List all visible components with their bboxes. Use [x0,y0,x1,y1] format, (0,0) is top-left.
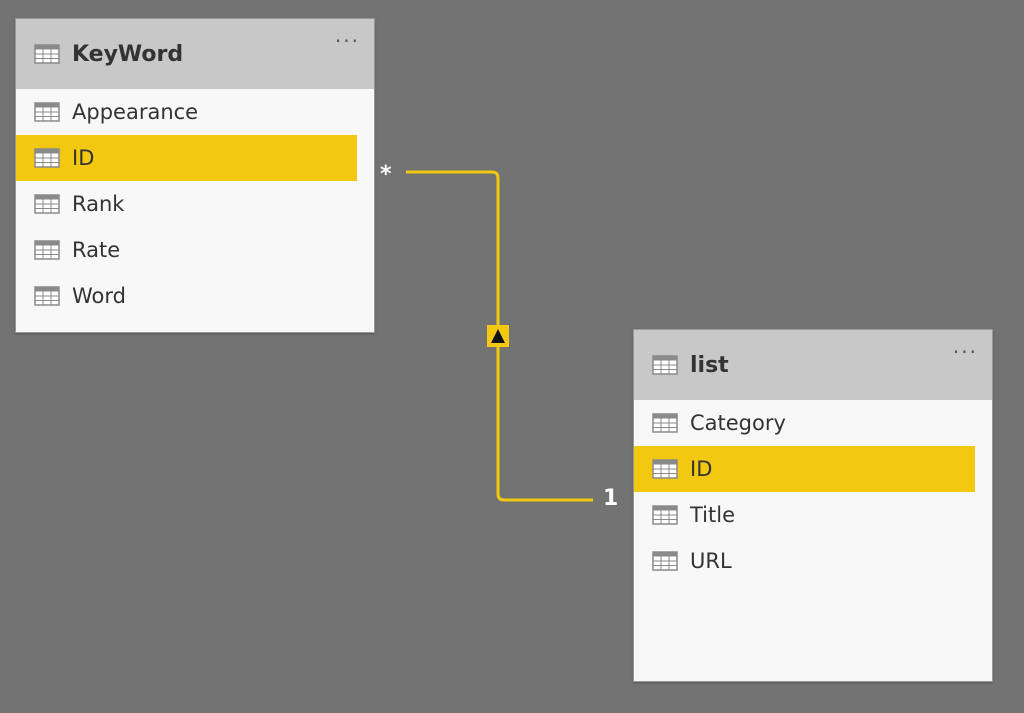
table-icon [34,194,60,214]
field-name: Rank [72,192,125,216]
table-icon [652,355,678,375]
field-name: Word [72,284,126,308]
table-icon [34,148,60,168]
table-title: KeyWord [72,41,184,67]
table-header[interactable]: list ··· [634,330,992,400]
table-card-keyword[interactable]: KeyWord ··· Appearance ID [15,18,375,333]
field-row-word[interactable]: Word [16,273,357,319]
filter-direction-marker[interactable] [487,325,509,347]
field-row-rank[interactable]: Rank [16,181,357,227]
field-list: Appearance ID Rank [16,89,374,319]
table-header[interactable]: KeyWord ··· [16,19,374,89]
cardinality-one-label: 1 [603,486,619,511]
field-row-appearance[interactable]: Appearance [16,89,357,135]
field-name: Appearance [72,100,199,124]
field-name: ID [72,146,95,170]
field-row-title[interactable]: Title [634,492,975,538]
field-name: ID [690,457,713,481]
more-horizontal-icon[interactable]: ··· [952,340,978,364]
table-icon [652,551,678,571]
table-icon [652,459,678,479]
field-row-rate[interactable]: Rate [16,227,357,273]
field-row-id[interactable]: ID [634,446,975,492]
table-icon [34,286,60,306]
table-icon [652,413,678,433]
more-horizontal-icon[interactable]: ··· [334,29,360,53]
table-icon [34,102,60,122]
table-icon [34,44,60,64]
field-name: URL [690,549,732,573]
triangle-up-icon [491,329,505,343]
table-card-list[interactable]: list ··· Category ID [633,329,993,682]
field-list: Category ID Title [634,400,992,584]
field-name: Category [690,411,786,435]
cardinality-many-label: * [380,162,392,187]
table-icon [34,240,60,260]
field-row-url[interactable]: URL [634,538,975,584]
field-name: Title [690,503,736,527]
table-icon [652,505,678,525]
field-name: Rate [72,238,121,262]
table-title: list [690,352,729,378]
field-row-category[interactable]: Category [634,400,975,446]
field-row-id[interactable]: ID [16,135,357,181]
